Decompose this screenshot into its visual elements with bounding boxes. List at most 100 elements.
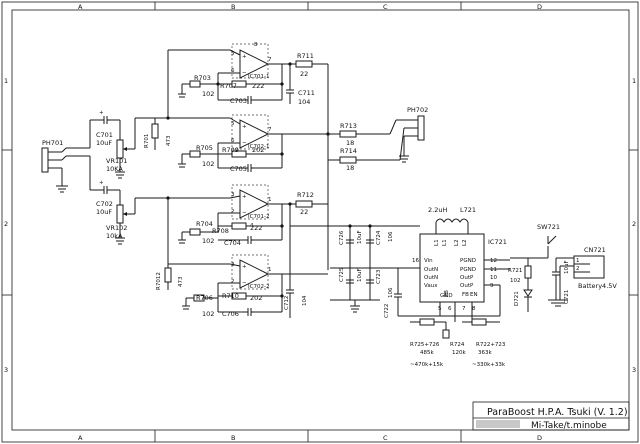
r705-val: 102 xyxy=(202,160,214,168)
c701-ref: C701 xyxy=(96,131,113,139)
ic701-2-minus: − xyxy=(242,210,247,216)
capacitor-c712: C712 104 xyxy=(284,202,308,318)
ic702-1-label: IC702-1 xyxy=(248,144,269,150)
vr101-val: 10KA xyxy=(106,165,123,173)
c723-val: 106 xyxy=(388,287,394,298)
author-text: Mi-Take/t.minobe xyxy=(531,421,607,431)
ic721-pin-l1-b: L1 xyxy=(442,239,448,246)
opamp-ic702-2: + − 3 2 1 IC702-2 xyxy=(229,254,290,290)
led-d721: D721 xyxy=(514,289,533,312)
feedback-ic702-1: R705 102 R709 202 C705 xyxy=(178,134,284,173)
ic701-1-pin7: 7 xyxy=(268,57,272,63)
c712-val: 104 xyxy=(302,295,308,306)
c722-ref: C722 xyxy=(384,304,390,318)
r705-ref: R705 xyxy=(196,144,213,152)
r704-ref: R704 xyxy=(196,220,213,228)
c721-val: 10uF xyxy=(564,260,570,274)
c725-val: 10uF xyxy=(357,268,363,282)
column-label-a: A xyxy=(78,3,83,11)
cn721-label: CN721 xyxy=(584,246,606,254)
potentiometer-vr101: VR101 10KA xyxy=(106,120,130,179)
c706-ref: C706 xyxy=(222,310,239,318)
ic702-2-minus: − xyxy=(242,280,247,286)
resistor-r713: R713 18 xyxy=(328,122,372,147)
row-label-1-right: 1 xyxy=(632,77,636,85)
r707-ref: R707 xyxy=(220,82,237,90)
r704-val: 102 xyxy=(202,237,214,245)
row-label-1: 1 xyxy=(4,77,8,85)
r7012-ref: R7012 xyxy=(156,272,162,290)
capacitor-c726: C726 10uF xyxy=(339,230,363,245)
ic701-1-pin8: 8 xyxy=(254,42,258,48)
connector-cn721: CN721 1 2 Battery4.5V xyxy=(548,246,617,307)
resistor-r721: R721 102 xyxy=(508,258,532,290)
feedback-ic701-2: R704 102 R708 222 C704 xyxy=(178,204,284,247)
ic721-pin-outn-b: OutN xyxy=(424,275,438,281)
ic702-2-label: IC702-2 xyxy=(248,284,269,290)
c705-ref: C705 xyxy=(230,165,247,173)
capacitor-c701: + C701 10uF xyxy=(96,110,120,147)
feedback-ic701-1: R703 102 R707 222 C703 xyxy=(178,64,284,105)
ic721-pin9: 9 xyxy=(490,283,494,289)
supply-rail xyxy=(290,224,420,269)
ic721-pin7: 7 xyxy=(462,306,466,312)
r701-val: 473 xyxy=(166,135,172,146)
virtual-ground-bus xyxy=(290,64,330,275)
column-label-b: B xyxy=(231,3,235,11)
ic721-pin-outp-a: OutP xyxy=(460,275,474,281)
r721-val: 102 xyxy=(510,278,521,284)
l721-val: 2.2uH xyxy=(428,206,447,214)
r714-val: 18 xyxy=(346,164,354,172)
resistor-r722-723: R722+723 363k ~330k+33k xyxy=(462,318,506,368)
opamp-ic702-1: + − 5 6 7 IC702-1 xyxy=(229,114,290,150)
ic702-2-pin1: 1 xyxy=(268,267,272,273)
ic701-2-plus: + xyxy=(242,194,247,200)
power-ground-bus xyxy=(330,299,500,317)
c701-val: 10uF xyxy=(96,139,112,147)
column-label-d-bottom: D xyxy=(537,434,542,442)
input-jack-ph701: PH701 xyxy=(41,119,104,193)
row-label-3: 3 xyxy=(4,366,8,374)
sw721-label: SW721 xyxy=(537,223,560,231)
r701-ref: R701 xyxy=(144,134,150,148)
opamp-ic701-2: + − 3 2 1 4 IC701-2 xyxy=(229,184,290,229)
d721-ref: D721 xyxy=(514,291,520,306)
ic721-pin-outp-b: OutP xyxy=(460,283,474,289)
ic721-pin-l2-a: L2 xyxy=(454,239,460,246)
ic701-2-pin3: 3 xyxy=(231,192,235,198)
resistor-r714: R714 18 xyxy=(328,147,372,172)
ic721-pin-fb-b: FB xyxy=(462,292,469,298)
resistor-r712: R712 22 xyxy=(290,191,328,216)
r707-val: 222 xyxy=(252,82,264,90)
r706-val: 102 xyxy=(202,310,214,318)
ic721-pin16: 16 xyxy=(412,258,419,264)
r722-val: 363k xyxy=(478,350,492,356)
ph702-label: PH702 xyxy=(407,106,428,114)
ic702-1-minus: − xyxy=(242,140,247,146)
ic701-2-pin1: 1 xyxy=(268,197,272,203)
column-label-a-bottom: A xyxy=(78,434,83,442)
l721-ref: L721 xyxy=(460,206,476,214)
ic721-pin-outn-a: OutN xyxy=(424,267,438,273)
cn721-pin2: 2 xyxy=(576,266,580,272)
r706-ref: R706 xyxy=(196,294,213,302)
title-block-redacted-mark xyxy=(476,420,520,428)
ic721-pin-vaux: Vaux xyxy=(424,283,438,289)
input-wiring xyxy=(130,49,230,265)
r703-val: 102 xyxy=(202,90,214,98)
ic721-pin8: 8 xyxy=(472,306,476,312)
capacitor-c724: C724 106 xyxy=(366,230,394,245)
capacitor-c723: C723 106 xyxy=(366,268,394,300)
column-label-d: D xyxy=(537,3,542,11)
ic701-1-minus: − xyxy=(242,70,247,76)
title-block: ParaBoost H.P.A. Tsuki (V. 1.2) Mi-Take/… xyxy=(472,401,630,431)
opamp-ic701-1: + − 5 6 7 8 IC701-1 xyxy=(229,42,290,80)
ic702-2-pin2: 2 xyxy=(231,279,235,285)
r724-ref: R724 xyxy=(450,342,465,348)
ic702-1-pin7: 7 xyxy=(268,127,272,133)
resistor-r724: R724 120k xyxy=(442,322,466,356)
svg-text:+: + xyxy=(99,180,104,186)
ic702-1-plus: + xyxy=(242,124,247,130)
ic701-2-pin2: 2 xyxy=(231,209,235,215)
